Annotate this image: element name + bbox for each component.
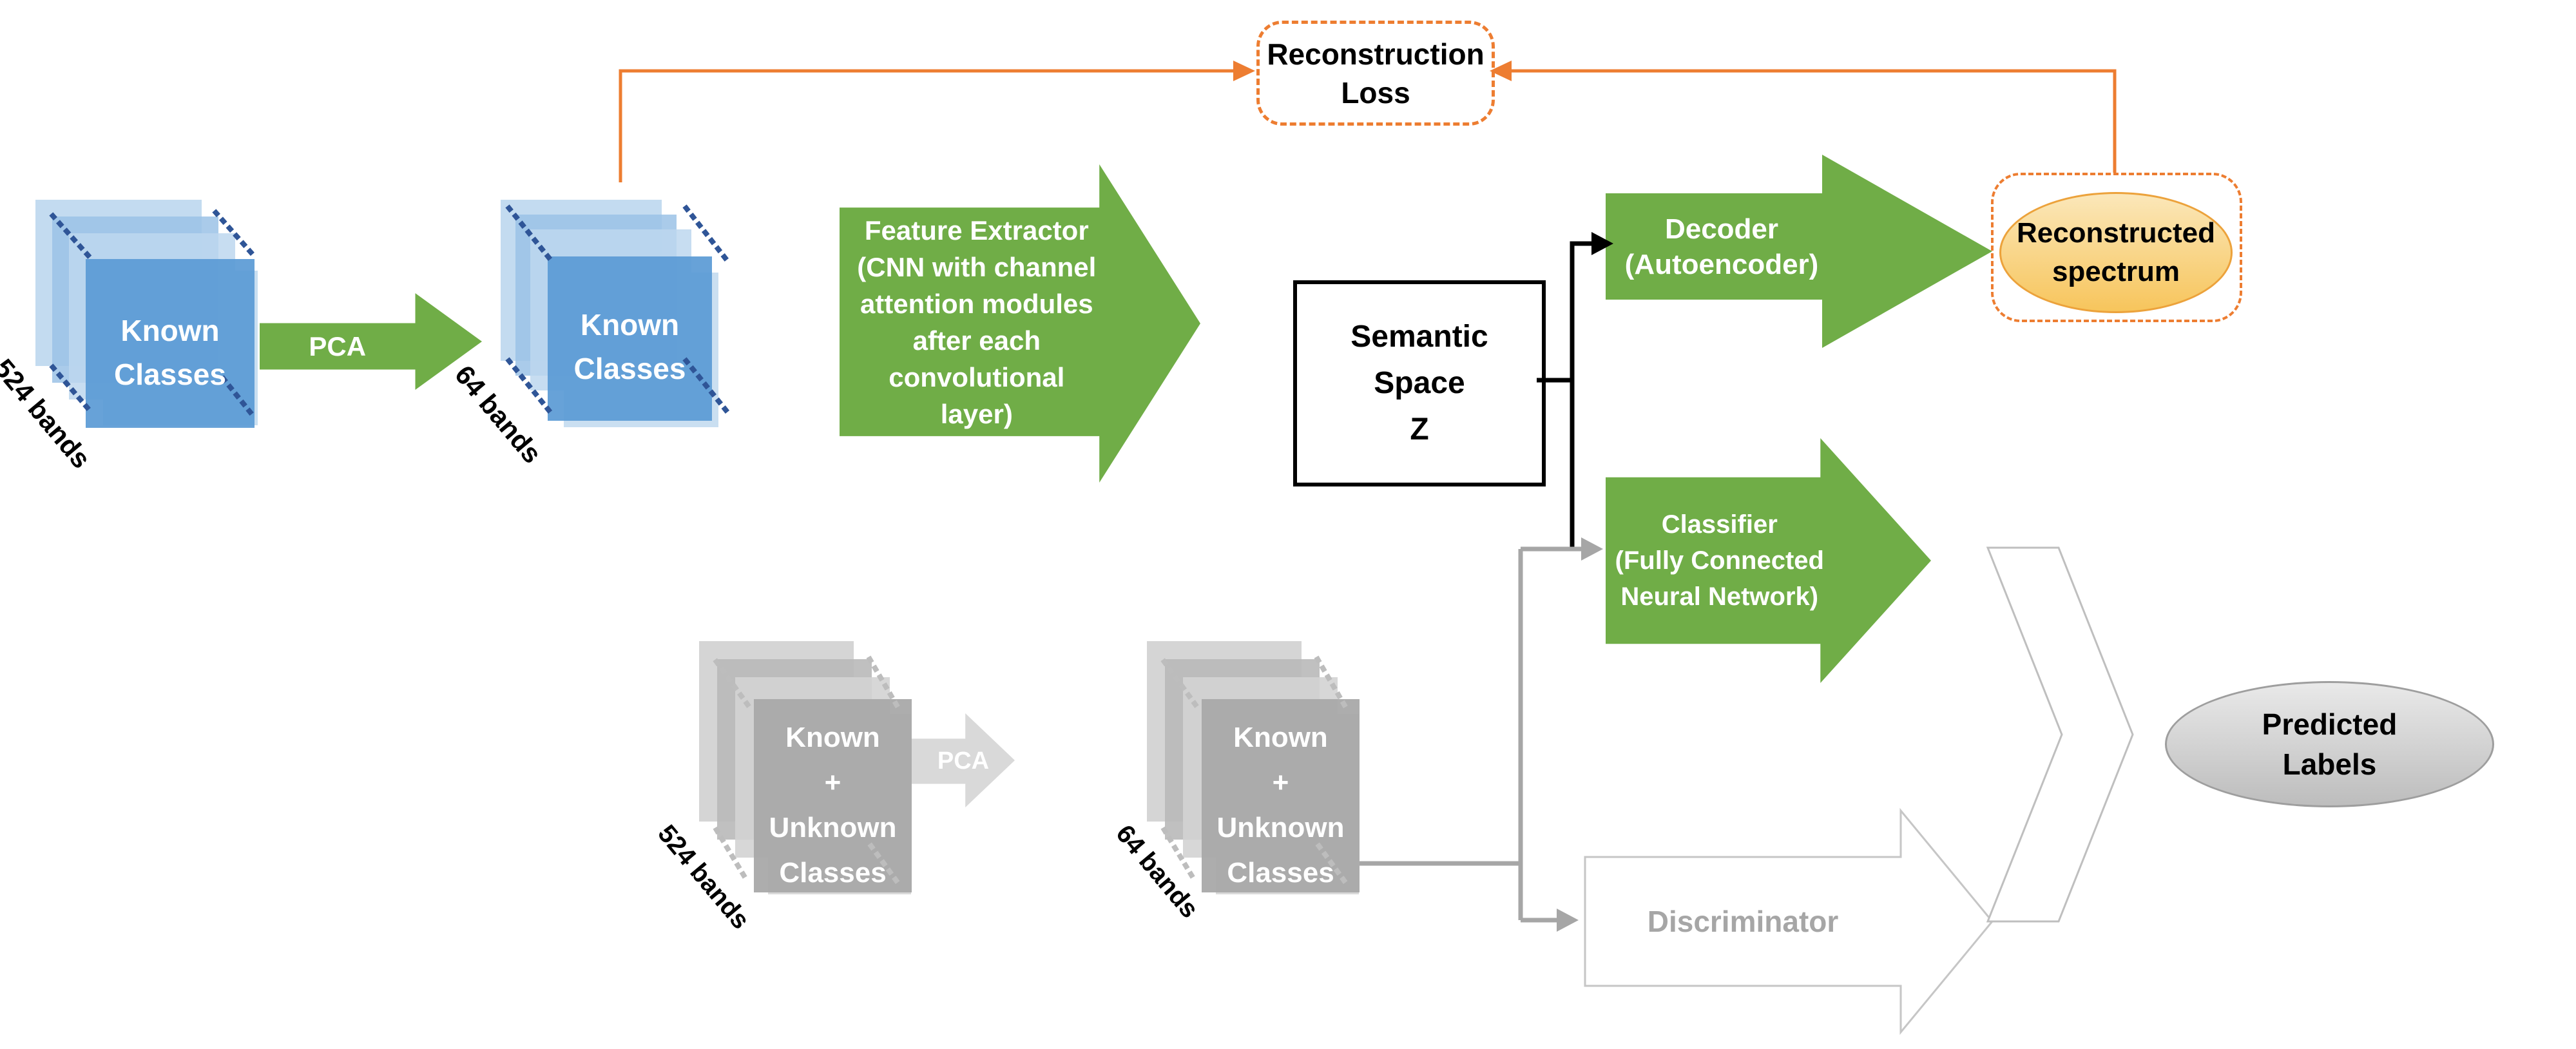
mixed-branch-connector bbox=[1360, 546, 1582, 923]
pca-arrow-top-label: PCA bbox=[309, 331, 367, 361]
discriminator-input-arrowhead bbox=[1557, 909, 1579, 932]
pca-arrow-bottom-label: PCA bbox=[937, 747, 990, 775]
stack-known-64-label: Known Classes bbox=[573, 307, 686, 385]
classifier-input-arrowhead bbox=[1581, 537, 1603, 561]
classifier-label: Classifier (Fully Connected Neural Netwo… bbox=[1615, 510, 1824, 611]
pca-arrow-bottom: PCA bbox=[912, 713, 1015, 807]
decoder-arrow: Decoder (Autoencoder) bbox=[1606, 155, 1992, 348]
predicted-labels-ellipse: Predicted Labels bbox=[2165, 681, 2494, 807]
recon-loss-right-connector bbox=[1510, 69, 2117, 173]
merge-chevron bbox=[1986, 546, 2134, 923]
recon-loss-left-arrowhead bbox=[1233, 61, 1255, 81]
semantic-space-box: Semantic Space Z bbox=[1293, 280, 1546, 486]
decoder-label: Decoder (Autoencoder) bbox=[1624, 213, 1819, 280]
reconstructed-spectrum-frame bbox=[1991, 173, 2242, 322]
stack-known-524-label: Known Classes bbox=[114, 314, 226, 391]
reconstruction-loss-box: Reconstruction Loss bbox=[1256, 21, 1495, 126]
feature-extractor-label: Feature Extractor (CNN with channel atte… bbox=[857, 215, 1097, 429]
stack-mixed-64-label: Known + Unknown Classes bbox=[1216, 722, 1345, 889]
feature-extractor-arrow: Feature Extractor (CNN with channel atte… bbox=[840, 164, 1200, 483]
stack-mixed-524-label: Known + Unknown Classes bbox=[769, 722, 897, 889]
recon-loss-left-connector bbox=[619, 69, 1235, 182]
reconstructed-spectrum-ellipse: Reconstructed spectrum bbox=[1999, 192, 2233, 313]
classifier-arrow: Classifier (Fully Connected Neural Netwo… bbox=[1606, 438, 1931, 683]
discriminator-label: Discriminator bbox=[1647, 905, 1839, 938]
pca-arrow-top: PCA bbox=[260, 293, 482, 390]
